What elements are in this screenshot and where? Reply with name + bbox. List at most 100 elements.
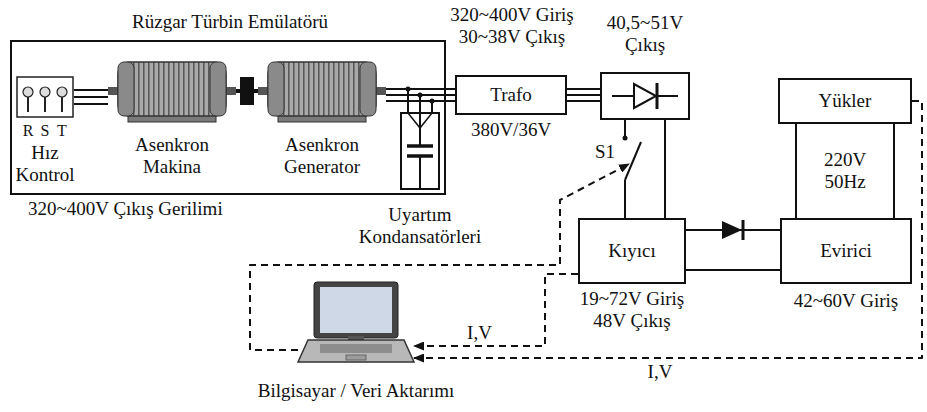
laptop-icon-shape	[298, 280, 414, 366]
connector	[386, 87, 446, 113]
excitation-capacitor-part	[420, 113, 432, 128]
voltage-note: 320~400V Çıkış Gerilimi	[28, 198, 223, 220]
inverter-box: Evirici	[780, 218, 912, 284]
junction-dot	[430, 99, 435, 104]
speed-control-part	[44, 97, 46, 112]
induction-motor-part	[210, 62, 226, 116]
rectifier-box-part	[634, 84, 656, 108]
connector	[74, 90, 108, 104]
wire	[795, 124, 797, 218]
connector	[686, 220, 780, 270]
node-text: S	[41, 122, 50, 140]
excitation-capacitor-part	[407, 144, 433, 148]
wire	[386, 88, 446, 90]
speed-control-part	[17, 77, 73, 117]
wire	[386, 100, 446, 102]
connector	[236, 77, 258, 105]
rectifier-box-shape	[600, 72, 690, 120]
wire	[74, 89, 108, 91]
laptop-icon-part	[314, 282, 398, 338]
chopper-box: Kıyıcı	[578, 218, 686, 284]
induction-generator-shape	[258, 58, 386, 124]
wire	[414, 101, 922, 358]
induction-motor-shape	[108, 58, 236, 124]
edge-label: S1	[593, 141, 617, 163]
induction-motor: Asenkron Makina	[108, 58, 236, 124]
excitation-capacitor-part	[408, 113, 420, 128]
laptop-icon: Bilgisayar / Veri Aktarımı	[298, 280, 414, 366]
wire	[414, 274, 578, 346]
edge-label: 220V 50Hz	[813, 149, 877, 193]
induction-generator-part	[360, 62, 376, 116]
switch-contact	[623, 136, 628, 141]
node-text: Trafo	[490, 84, 532, 106]
node-text: R	[23, 122, 34, 140]
edge-label: I,V	[646, 361, 675, 383]
wire	[446, 88, 455, 90]
wire	[74, 96, 108, 98]
wire	[664, 120, 666, 218]
wire	[893, 124, 895, 218]
connector	[446, 89, 455, 101]
node-text: Bilgisayar / Veri Aktarımı	[258, 380, 455, 402]
laptop-icon-part	[346, 355, 366, 360]
wire	[74, 103, 108, 105]
voltage-note: 19~72V Giriş 48V Çıkış	[562, 288, 702, 332]
control-line	[250, 164, 629, 350]
wire	[567, 94, 600, 96]
speed-control-part	[23, 87, 33, 97]
induction-generator-part	[268, 62, 284, 116]
node-text: 40,5~51V Çıkış	[595, 12, 695, 56]
diode-bar	[742, 220, 745, 240]
speed-control: RSTHız Kontrol	[16, 76, 74, 118]
node-text: Asenkron Makina	[117, 134, 227, 178]
speed-control-part	[27, 97, 29, 112]
node-text: Evirici	[820, 240, 872, 262]
excitation-capacitor-shape	[400, 112, 440, 190]
voltage-note: 42~60V Giriş	[794, 290, 898, 312]
speed-control-part	[61, 97, 63, 112]
voltage-note: 380V/36V	[471, 119, 551, 141]
excitation-capacitor-part	[401, 113, 439, 189]
node-text: Hız Kontrol	[7, 142, 83, 186]
node-text: Kıyıcı	[608, 240, 656, 262]
wire	[567, 100, 600, 102]
rectifier-box: 40,5~51V Çıkış	[600, 72, 690, 120]
edge-label: I,V	[465, 322, 494, 344]
node-text: T	[57, 122, 67, 140]
wire	[624, 180, 626, 218]
induction-motor-part	[118, 62, 134, 116]
connector	[567, 89, 600, 101]
diode-symbol	[722, 221, 742, 239]
rectifier-box-part	[601, 73, 689, 119]
wire	[567, 88, 600, 90]
emulator-frame: Rüzgar Türbin EmülatörüRSTHız KontrolAse…	[10, 40, 446, 195]
node-text: Yükler	[819, 90, 872, 112]
node-text: Asenkron Generator	[267, 134, 377, 178]
wire	[686, 269, 780, 271]
loads-box: Yükler	[778, 78, 912, 124]
wire	[419, 95, 421, 112]
connector	[414, 101, 922, 358]
laptop-icon-part	[320, 344, 392, 353]
connector	[796, 124, 894, 218]
transformer-box: Trafo	[455, 75, 567, 115]
wire	[446, 100, 455, 102]
wire	[386, 94, 446, 96]
connector	[623, 120, 666, 218]
wire	[624, 120, 626, 138]
connector	[414, 274, 578, 346]
voltage-note: 320~400V Giriş 30~38V Çıkış	[437, 4, 587, 48]
excitation-capacitor: Uyartım Kondansatörleri	[400, 112, 440, 190]
rectifier-box-part	[656, 83, 659, 109]
laptop-icon-part	[298, 340, 414, 362]
induction-motor-part	[118, 62, 226, 116]
node-text: Uyartım Kondansatörleri	[340, 204, 500, 248]
coupling	[240, 77, 254, 105]
speed-control-part	[57, 87, 67, 97]
junction-dot	[418, 93, 423, 98]
wire	[446, 94, 455, 96]
junction-dot	[406, 87, 411, 92]
